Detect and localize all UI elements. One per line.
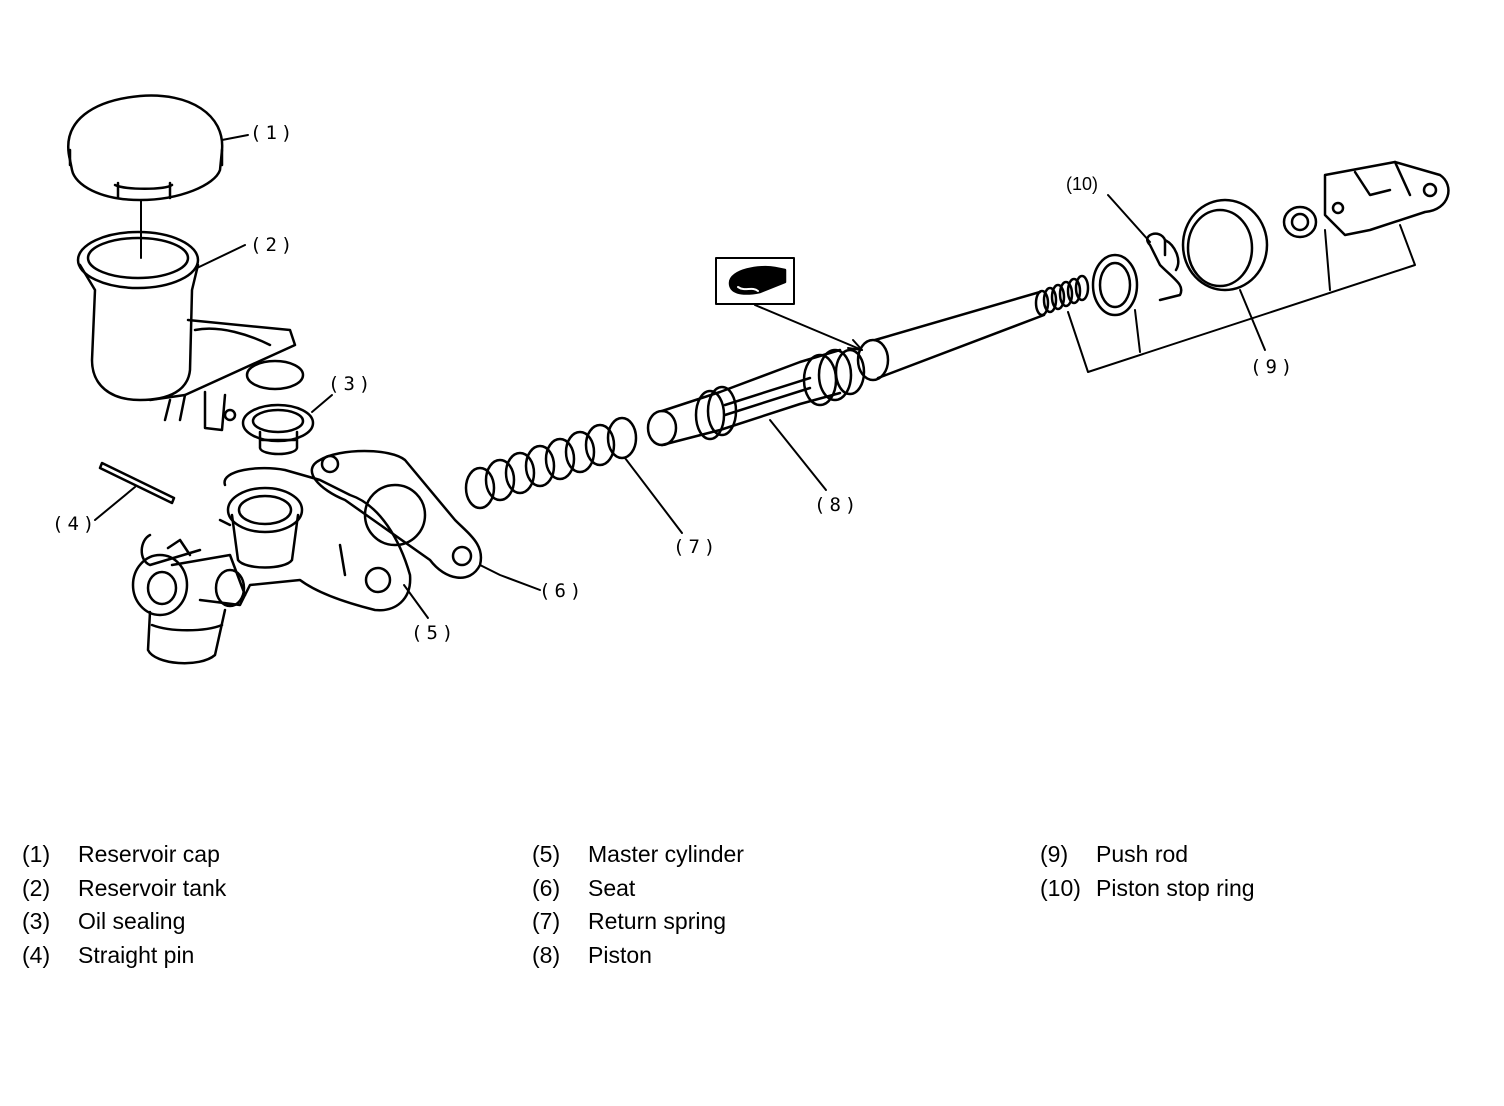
legend-item: (6) Seat [532, 872, 744, 906]
legend-item: (9) Push rod [1040, 838, 1255, 872]
callout-label: (5) [411, 622, 458, 644]
legend-number: (4) [22, 941, 51, 968]
oil-sealing-part [241, 403, 315, 456]
oil-sealing-leader-line [311, 394, 333, 413]
straight-pin-leader-line [94, 486, 136, 521]
callout-label: (4) [52, 513, 99, 535]
return-spring-part [464, 416, 638, 510]
push-rod-bracket-lines [1067, 224, 1416, 373]
legend-name: Master cylinder [588, 841, 744, 868]
callout-label: (8) [814, 494, 861, 516]
legend-item: (3) Oil sealing [22, 905, 226, 939]
tank-leader-line [196, 244, 246, 269]
legend-item: (2) Reservoir tank [22, 872, 226, 906]
callout-label: (10) [1066, 174, 1099, 194]
piston-part [646, 348, 866, 447]
legend-name: Straight pin [78, 941, 195, 968]
piston-stop-ring-part [1146, 232, 1183, 302]
piston-stop-ring-leader-line [1107, 194, 1151, 243]
legend-column-3: (9) Push rod (10) Piston stop ring [1040, 838, 1255, 905]
legend-number: (8) [532, 941, 561, 968]
seat-part [310, 449, 483, 579]
legend-name: Reservoir cap [78, 841, 220, 868]
legend-name: Seat [588, 874, 636, 901]
callout-label: (3) [328, 373, 375, 395]
cap-leader-line [221, 134, 249, 141]
legend-name: Reservoir tank [78, 874, 227, 901]
reservoir-tank-part [76, 230, 305, 432]
legend-number: (5) [532, 841, 561, 868]
legend-number: (3) [22, 908, 51, 935]
legend-item: (4) Straight pin [22, 939, 226, 973]
legend-column-1: (1) Reservoir cap (2) Reservoir tank (3)… [22, 838, 226, 972]
legend-number: (7) [532, 908, 561, 935]
master-cylinder-part [131, 466, 412, 665]
grease-application-icon [715, 257, 795, 305]
callout-label: (1) [250, 122, 297, 144]
piston-leader-line [769, 419, 827, 491]
legend-number: (9) [1040, 841, 1069, 868]
legend-item: (5) Master cylinder [532, 838, 744, 872]
legend-item: (10) Piston stop ring [1040, 872, 1255, 906]
legend-number: (6) [532, 874, 561, 901]
legend-item: (8) Piston [532, 939, 744, 973]
legend-name: Push rod [1096, 841, 1189, 868]
callout-label: (9) [1250, 356, 1297, 378]
reservoir-cap-part [67, 94, 224, 202]
callout-label: (2) [250, 234, 297, 256]
legend-number: (2) [22, 874, 51, 901]
master-cylinder-leader-line [403, 584, 429, 619]
legend-item: (7) Return spring [532, 905, 744, 939]
legend-name: Piston stop ring [1096, 874, 1255, 901]
grease-arrow-line [754, 304, 863, 351]
push-rod-part [856, 160, 1450, 382]
legend-name: Oil sealing [78, 908, 186, 935]
straight-pin-part [98, 461, 176, 505]
callout-label: (7) [673, 536, 720, 558]
legend-column-2: (5) Master cylinder (6) Seat (7) Return … [532, 838, 744, 972]
push-rod-leader-line [1239, 289, 1266, 351]
callout-label: (6) [539, 580, 586, 602]
seat-leader-line [479, 564, 541, 591]
legend-number: (10) [1040, 874, 1081, 901]
legend-name: Return spring [588, 908, 727, 935]
exploded-view-diagram [67, 94, 1450, 665]
legend-number: (1) [22, 841, 51, 868]
return-spring-leader-line [624, 457, 683, 534]
legend-name: Piston [588, 941, 652, 968]
legend-item: (1) Reservoir cap [22, 838, 226, 872]
